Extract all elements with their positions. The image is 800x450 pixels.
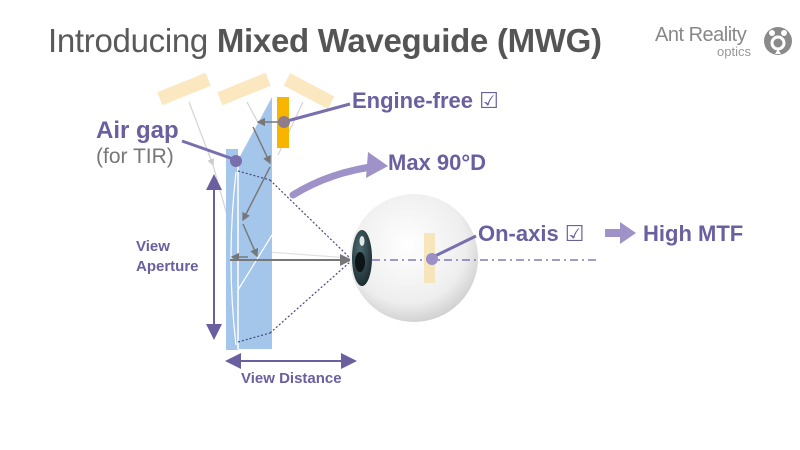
air-gap-marker-dot	[230, 155, 242, 167]
pale-panel-2	[217, 72, 271, 106]
pale-panel-3	[283, 73, 335, 109]
engine-marker-dot	[278, 116, 290, 128]
on-axis-marker-dot	[426, 253, 438, 265]
air-gap-label: Air gap	[96, 117, 179, 144]
max-field-label: Max 90°D	[388, 150, 487, 175]
max-field-arrowhead	[366, 152, 388, 178]
ray-path	[230, 117, 352, 266]
view-aperture-line2: Aperture	[136, 258, 199, 275]
pale-panel-1	[157, 72, 211, 106]
brand-logo: Ant Reality optics	[655, 24, 792, 64]
max-field-arrow	[289, 162, 382, 199]
on-axis-label: On-axis ☑	[478, 221, 585, 246]
waveguide	[226, 97, 273, 350]
display-panels-pale	[157, 72, 335, 109]
logo-subtitle: optics	[717, 44, 751, 59]
leader-lines	[181, 102, 477, 260]
high-mtf-label: High MTF	[643, 221, 744, 246]
eye-sphere	[350, 194, 478, 322]
mtf-arrow	[605, 222, 636, 244]
ant-head-icon	[764, 27, 792, 55]
view-distance-label: View Distance	[241, 370, 342, 387]
title-emphasis: Mixed Waveguide (MWG)	[216, 22, 602, 59]
page-title: Introducing Mixed Waveguide (MWG)	[48, 22, 602, 60]
view-aperture-label: View Aperture	[136, 237, 199, 277]
pupil	[355, 252, 365, 272]
logo-name: Ant Reality	[655, 24, 747, 46]
view-aperture-line1: View	[136, 238, 170, 255]
field-of-view-lines	[237, 170, 351, 343]
thin-waveguide-plate	[226, 149, 238, 350]
eyeball	[350, 194, 600, 322]
air-gap-note: (for TIR)	[96, 145, 174, 168]
title-prefix: Introducing	[48, 22, 208, 59]
engine-free-label: Engine-free ☑	[352, 88, 499, 113]
prism-waveguide	[238, 97, 272, 349]
